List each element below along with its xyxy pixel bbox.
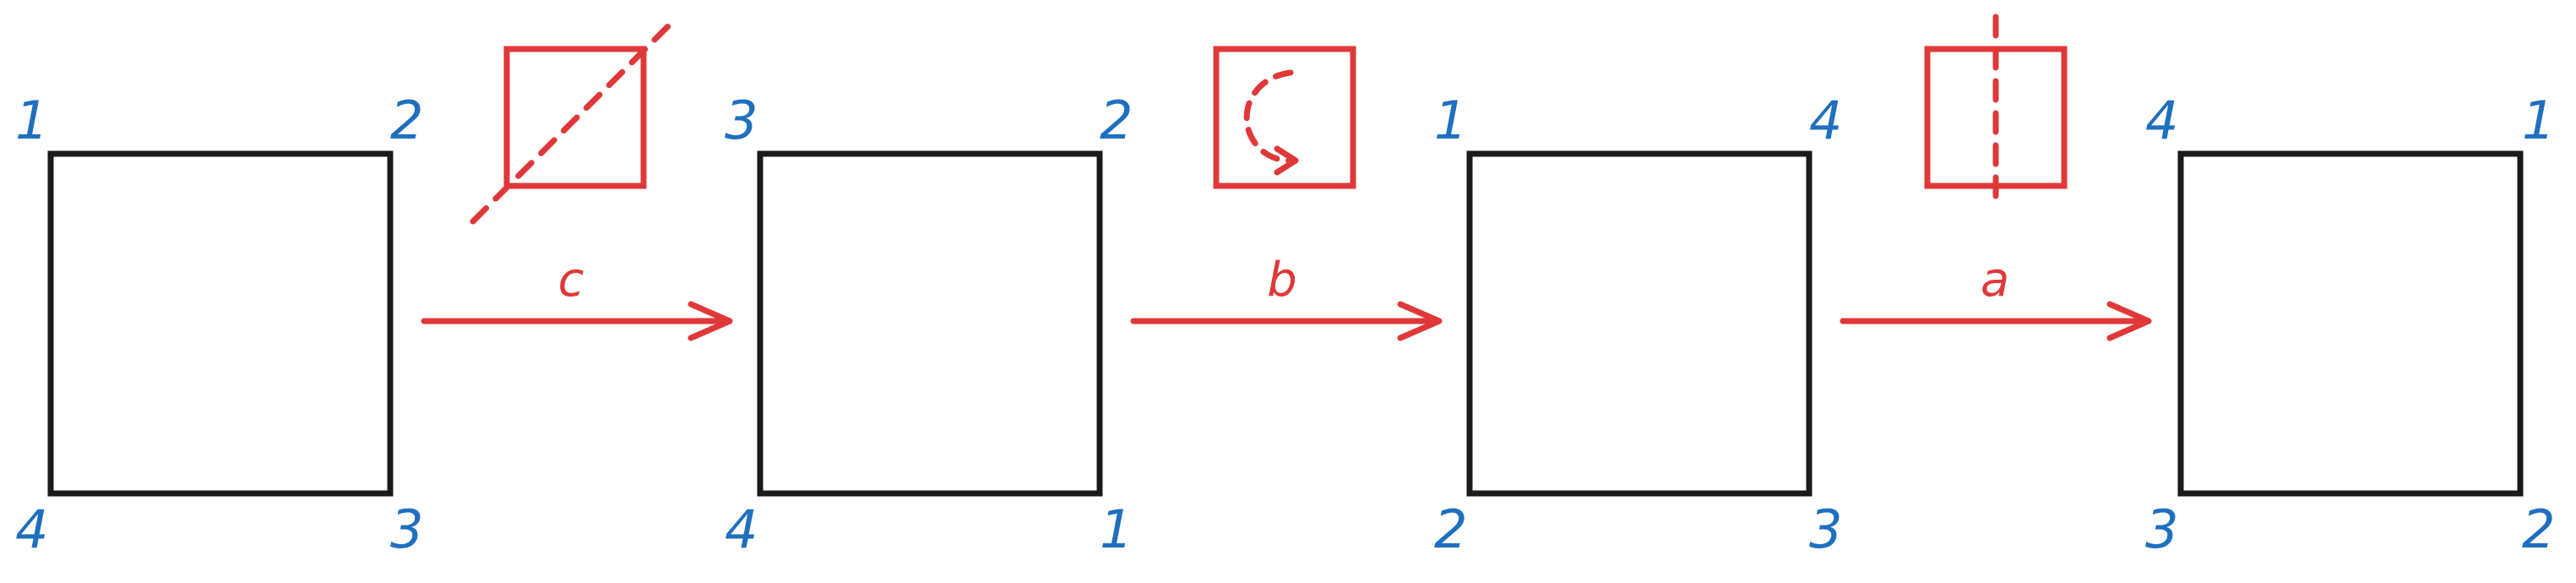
transform-c: c	[421, 15, 733, 341]
square-outline	[757, 150, 1103, 497]
transform-a: a	[1840, 14, 2152, 341]
corner-label-top-right: 4	[1809, 90, 1842, 151]
square-4: 4 1 3 2	[2145, 90, 2555, 560]
corner-label-top-right: 2	[1100, 90, 1133, 151]
corner-label-bottom-right: 3	[390, 499, 423, 560]
corner-label-bottom-left: 2	[1434, 499, 1467, 560]
transform-arrow	[1130, 301, 1443, 341]
transform-arrow	[1840, 301, 2152, 341]
corner-label-bottom-right: 3	[1809, 499, 1842, 560]
square-1: 1 2 4 3	[15, 90, 423, 560]
square-outline	[1466, 150, 1812, 497]
vertical-reflection-icon	[1924, 14, 2068, 206]
transform-arrow	[421, 301, 733, 341]
square-2: 3 2 4 1	[725, 90, 1133, 560]
square-3: 1 4 2 3	[1434, 90, 1842, 560]
square-outline	[2177, 150, 2524, 497]
corner-label-top-left: 1	[1434, 90, 1467, 151]
transform-b: b	[1130, 46, 1443, 341]
transform-label: a	[1981, 253, 2009, 308]
corner-label-top-right: 2	[390, 90, 423, 151]
corner-label-bottom-left: 4	[725, 499, 758, 560]
transform-label: b	[1267, 253, 1297, 308]
corner-label-bottom-left: 4	[15, 499, 48, 560]
square-outline	[47, 150, 394, 497]
transform-label: c	[558, 253, 584, 308]
corner-label-bottom-left: 3	[2145, 499, 2178, 560]
corner-label-bottom-right: 1	[1100, 499, 1133, 560]
corner-label-top-left: 4	[2145, 90, 2178, 151]
corner-label-top-left: 1	[15, 90, 48, 151]
rotation-icon	[1213, 46, 1356, 189]
diagonal-reflection-icon	[470, 15, 679, 225]
corner-label-top-left: 3	[725, 90, 758, 151]
corner-label-bottom-right: 2	[2522, 499, 2555, 560]
corner-label-top-right: 1	[2522, 90, 2555, 151]
